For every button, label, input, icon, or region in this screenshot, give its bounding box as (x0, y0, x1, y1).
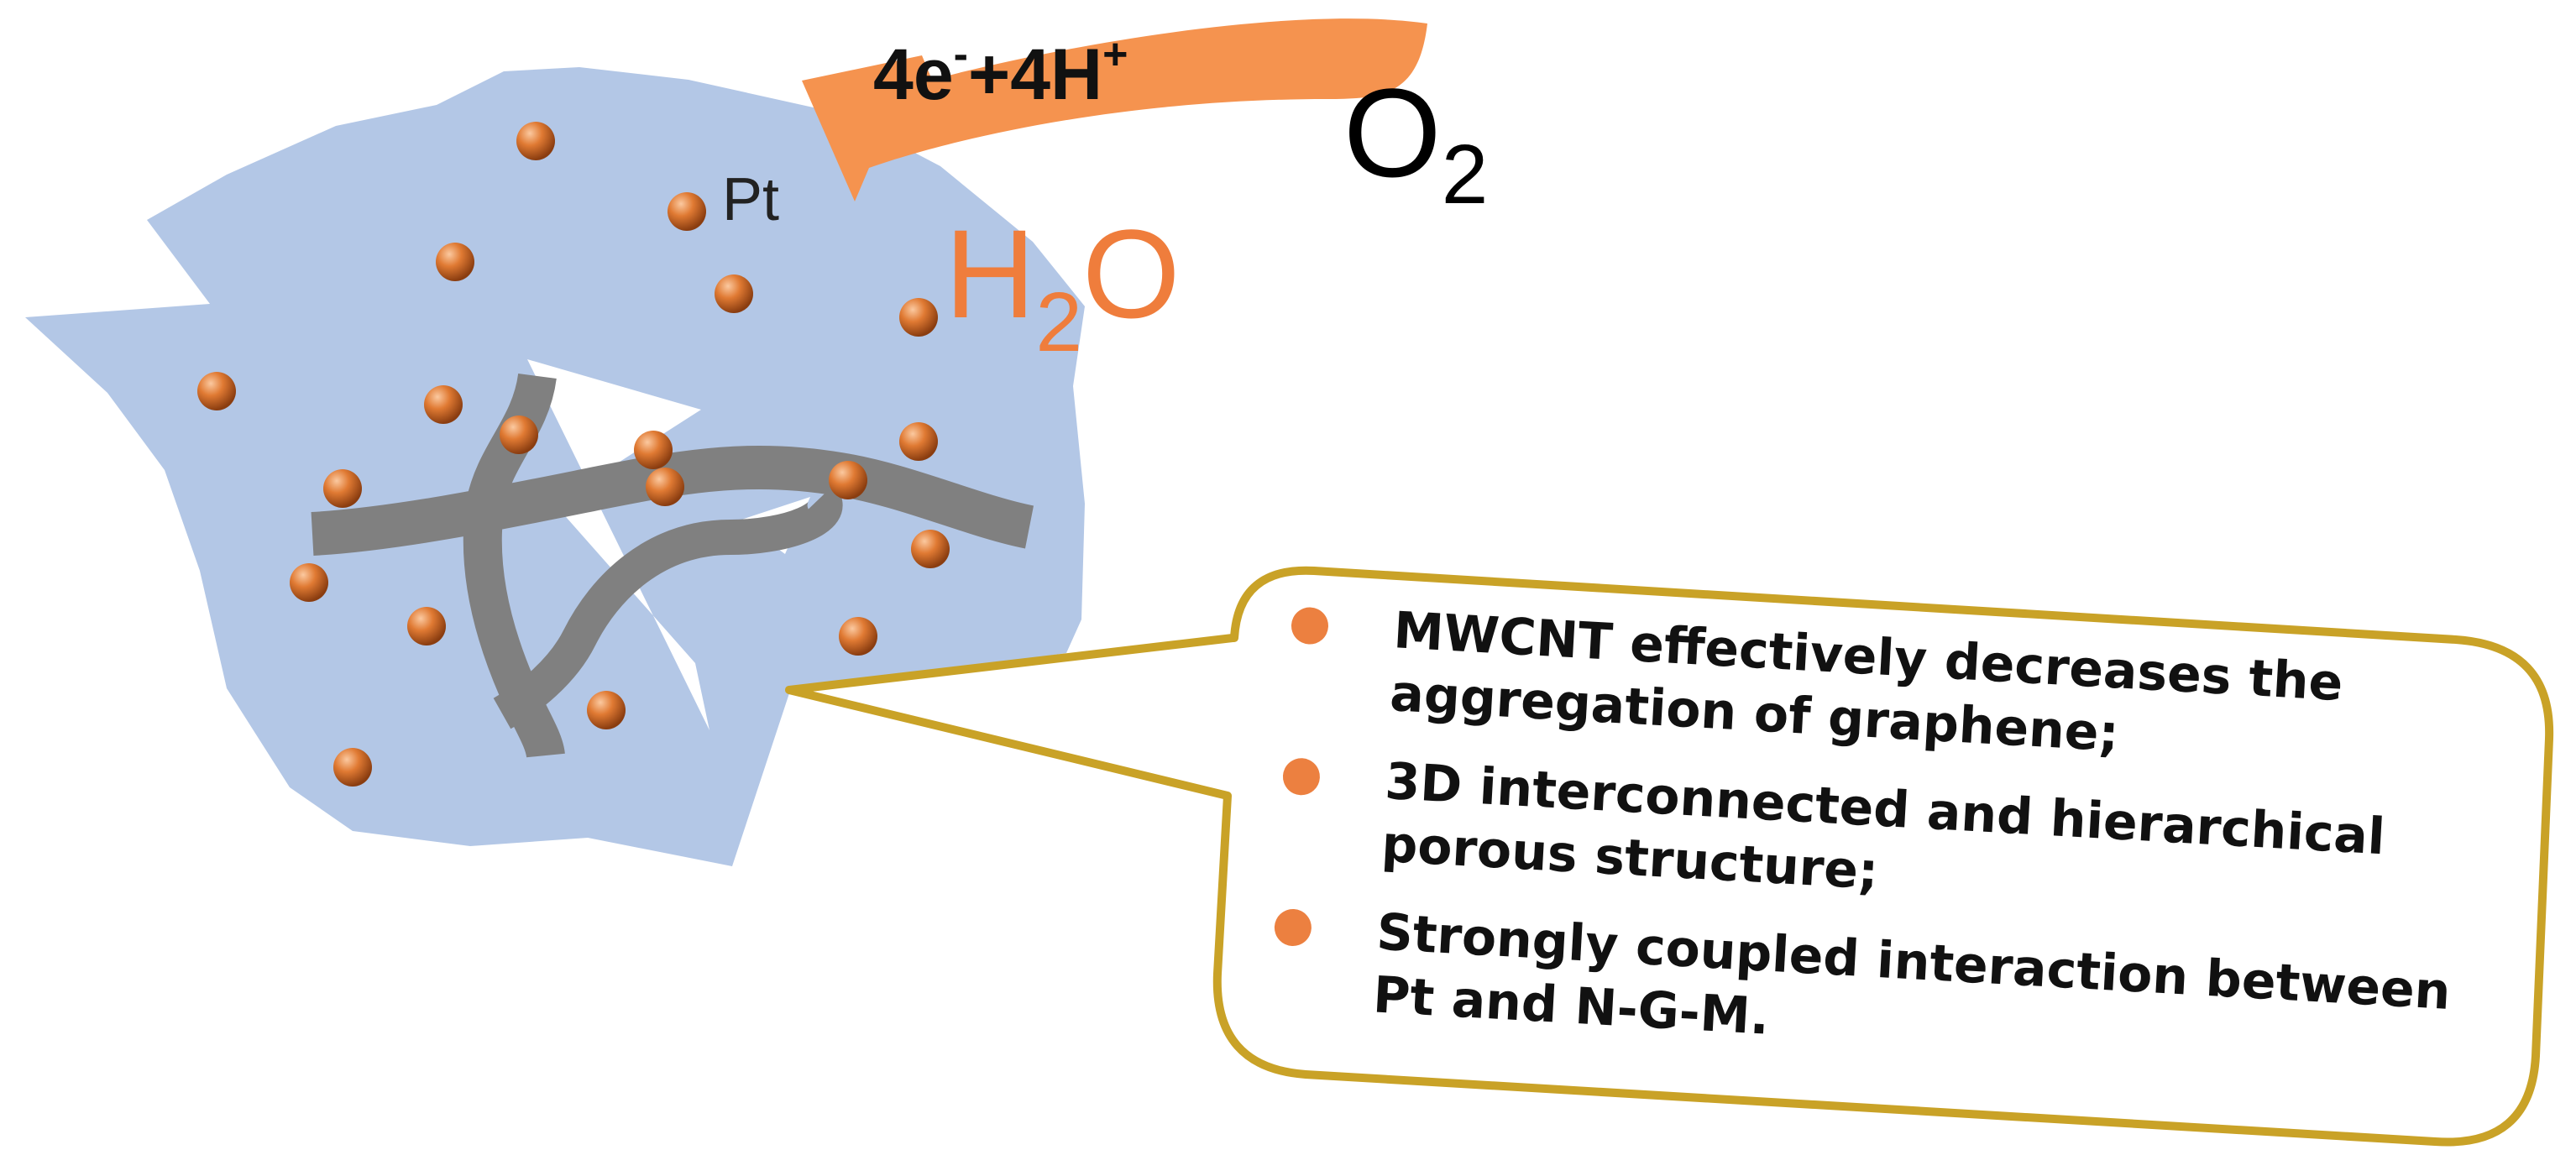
pt-particle (407, 607, 446, 645)
product-h2o: H2O (945, 203, 1181, 369)
pt-particle (911, 530, 950, 568)
pt-label: Pt (722, 166, 779, 233)
reaction-arrow (802, 18, 1427, 202)
pt-particle (899, 422, 938, 461)
bullet-2 (1282, 758, 1320, 796)
pt-particle (668, 192, 706, 231)
pt-particle (500, 416, 538, 454)
pt-particle (899, 298, 938, 337)
pt-particle (323, 469, 362, 508)
pt-particle (839, 617, 877, 656)
pt-particle (715, 274, 753, 313)
pt-particles (197, 122, 950, 787)
pt-particle (436, 243, 474, 281)
pt-particle (516, 122, 555, 160)
pt-particle (424, 385, 463, 424)
nanotube-horizontal (311, 445, 1034, 556)
nanotube-branch (493, 484, 843, 729)
sheet-fold-gap (527, 359, 709, 730)
graphene-sheet (25, 67, 1085, 866)
pt-particle (587, 691, 626, 729)
pt-particle (829, 461, 867, 499)
bullet-1 (1291, 607, 1328, 645)
reaction-electrons-protons: 4e-+4H+ (873, 30, 1128, 115)
reactant-o2: O2 (1343, 62, 1488, 222)
pt-particle (333, 748, 372, 787)
bullet-3 (1274, 908, 1312, 946)
callout-bubble (785, 566, 2554, 1147)
pt-particle (634, 431, 673, 469)
pt-particle (646, 468, 684, 506)
pt-particle (197, 372, 236, 410)
pt-particle (290, 563, 328, 602)
